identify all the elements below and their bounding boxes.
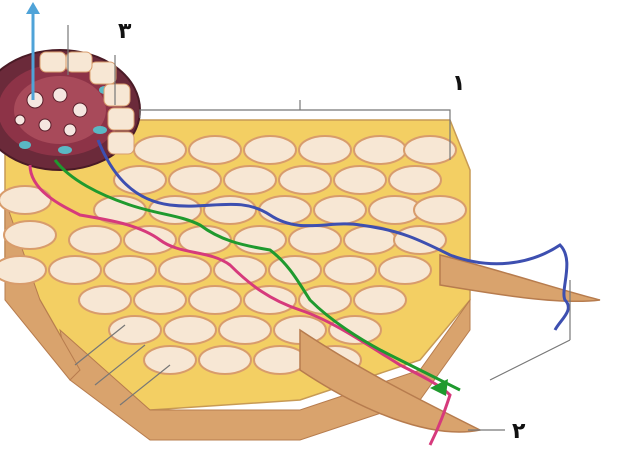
cortex-cell [299,136,351,164]
cortex-cell [159,256,211,284]
cortex-cell [354,136,406,164]
cortex-cell [144,346,196,374]
cortex-cell [334,166,386,194]
cortex-cell [404,136,456,164]
xylem-vessel [64,124,76,136]
xylem-vessel [73,103,87,117]
endodermis-cell [40,52,66,72]
label-one: ۱ [452,71,465,96]
label-two: ۲ [512,419,526,444]
cortex-cell [79,286,131,314]
cortex-cell [244,286,296,314]
cortex-cell [49,256,101,284]
cortex-cell [189,136,241,164]
phloem-spot [58,146,72,154]
cortex-cell [279,166,331,194]
endodermis-cell [108,108,134,130]
xylem-vessel [53,88,67,102]
cortex-cell [314,196,366,224]
label-three: ۳ [118,19,132,44]
phloem-spot [93,126,107,134]
cortex-cell [414,196,466,224]
cortex-cell [219,316,271,344]
cortex-cell [289,226,341,254]
endodermis-cell [108,132,134,154]
cortex-cell [329,316,381,344]
cortex-cell [134,136,186,164]
cortex-cell [389,166,441,194]
endodermis-cell [104,84,130,106]
cortex-cell [109,316,161,344]
cortex-cell [199,346,251,374]
phloem-spot [19,141,31,149]
cortex-cell [149,196,201,224]
endodermis-cell [66,52,92,72]
upward-arrow-head [26,2,40,14]
cortex-cell [189,286,241,314]
stele-core [14,76,106,144]
cortex-cell [69,226,121,254]
cortex-cell [134,286,186,314]
cortex-cell [254,346,306,374]
endodermis-cell [90,62,116,84]
cortex-cell [124,226,176,254]
cortex-cell [299,286,351,314]
cortex-cell [259,196,311,224]
cortex-cell [204,196,256,224]
cortex-cell [379,256,431,284]
cortex-cell [234,226,286,254]
cortex-cell [4,221,56,249]
cortex-cell [224,166,276,194]
cortex-cell [324,256,376,284]
cortex-cell [269,256,321,284]
xylem-vessel [39,119,51,131]
xylem-vessel [15,115,25,125]
cortex-cell [169,166,221,194]
cortex-cell [354,286,406,314]
xylem-vessel [27,92,43,108]
cortex-cell [104,256,156,284]
cortex-cell [164,316,216,344]
cortex-cell [244,136,296,164]
cortex-cell [0,256,46,284]
